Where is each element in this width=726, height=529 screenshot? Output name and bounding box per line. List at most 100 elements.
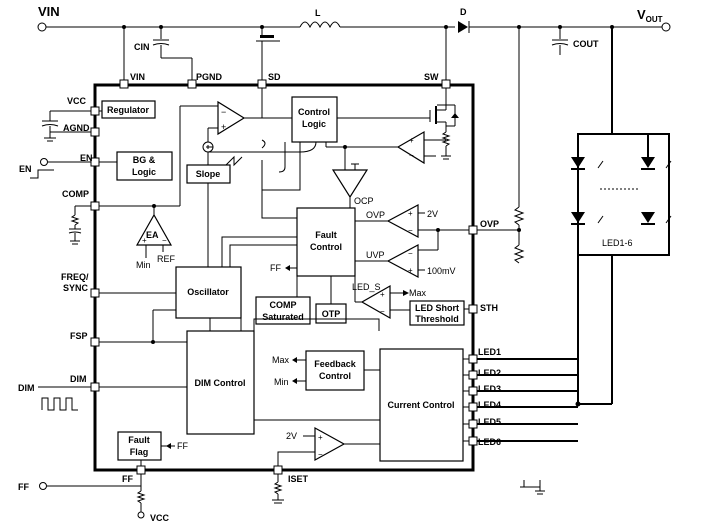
bg-logic-block bbox=[116, 151, 173, 181]
pin-pgnd-label: PGND bbox=[196, 72, 223, 82]
fault-control-block bbox=[296, 207, 356, 277]
pin-sth bbox=[468, 304, 478, 314]
cout-label: COUT bbox=[573, 39, 599, 49]
pin-iset-label: ISET bbox=[288, 474, 309, 484]
pin-led4 bbox=[468, 402, 478, 412]
ovp-resistor-bottom bbox=[513, 244, 525, 264]
uvp-ref-label: 100mV bbox=[427, 266, 456, 276]
ocp-label: OCP bbox=[354, 196, 374, 206]
led-short-label-1: LED Short bbox=[415, 303, 459, 313]
uvp-comp-label: UVP bbox=[366, 250, 385, 260]
pin-led2-label: LED2 bbox=[478, 368, 501, 378]
ovp-comparator bbox=[386, 204, 419, 238]
pin-agnd bbox=[90, 127, 100, 137]
uvp-comparator bbox=[386, 244, 419, 278]
led-short-threshold-block bbox=[409, 300, 465, 326]
control-logic-label-2: Logic bbox=[302, 119, 326, 129]
current-control-block bbox=[379, 348, 464, 462]
pin-dim bbox=[90, 382, 100, 392]
svg-text:+: + bbox=[142, 236, 147, 245]
pin-led1-label: LED1 bbox=[478, 347, 501, 357]
regulator-block bbox=[101, 100, 156, 119]
pin-vcc-label: VCC bbox=[67, 96, 87, 106]
ovp-comp-label: OVP bbox=[366, 210, 385, 220]
ic-outline bbox=[93, 83, 475, 472]
current-control-label: Current Control bbox=[388, 400, 455, 410]
pin-en-label: EN bbox=[80, 153, 93, 163]
pin-ff bbox=[136, 465, 146, 475]
pin-dim-label: DIM bbox=[70, 374, 87, 384]
error-amplifier bbox=[135, 213, 173, 246]
svg-text:−: − bbox=[408, 226, 413, 235]
pin-sth-label: STH bbox=[480, 303, 498, 313]
dim-control-label: DIM Control bbox=[195, 378, 246, 388]
svg-text:+: + bbox=[221, 122, 226, 132]
en-step-waveform bbox=[30, 169, 54, 179]
ocp-comparator bbox=[331, 169, 369, 199]
pin-sw bbox=[441, 79, 451, 89]
control-logic-label-1: Control bbox=[298, 107, 330, 117]
ff-in-label: FF bbox=[177, 441, 188, 451]
vout-label: VOUT bbox=[637, 7, 663, 24]
led-short-comparator bbox=[360, 284, 391, 320]
fault-flag-label-1: Fault bbox=[128, 435, 150, 445]
svg-text:−: − bbox=[221, 107, 226, 117]
svg-text:−: − bbox=[408, 249, 413, 258]
cin-label: CIN bbox=[134, 42, 150, 52]
feedback-control-block bbox=[305, 350, 365, 391]
fault-control-label-2: Control bbox=[310, 242, 342, 252]
ea-label: EA bbox=[146, 230, 159, 240]
ff-out-label: FF bbox=[270, 263, 281, 273]
ea-ref-label: REF bbox=[157, 254, 176, 264]
pin-ff-label: FF bbox=[122, 474, 133, 484]
dim-control-block bbox=[186, 330, 255, 435]
vout-terminal bbox=[661, 22, 671, 32]
iset-ref-label: 2V bbox=[286, 431, 297, 441]
fault-flag-label-2: Flag bbox=[130, 447, 149, 457]
pin-freq-label-1: FREQ/ bbox=[61, 272, 89, 282]
vcc-bottom-label: VCC bbox=[150, 513, 170, 523]
dim-label: DIM bbox=[18, 383, 35, 393]
ff-label: FF bbox=[18, 482, 29, 492]
pin-pgnd bbox=[187, 79, 197, 89]
vin-label: VIN bbox=[38, 4, 60, 19]
slope-label: Slope bbox=[196, 169, 221, 179]
pin-ovp-label: OVP bbox=[480, 219, 499, 229]
pwm-comparator bbox=[217, 100, 246, 136]
pin-led5 bbox=[468, 419, 478, 429]
power-path bbox=[37, 21, 671, 264]
pin-led6 bbox=[468, 436, 478, 446]
pin-sd bbox=[257, 79, 267, 89]
svg-text:+: + bbox=[380, 290, 385, 299]
pin-led2 bbox=[468, 370, 478, 380]
svg-text:+: + bbox=[408, 266, 413, 275]
fault-flag-block bbox=[117, 431, 162, 461]
svg-text:−: − bbox=[409, 151, 414, 160]
comp-sat-label-2: Saturated bbox=[262, 312, 304, 322]
iset-amplifier bbox=[314, 426, 346, 462]
pin-iset bbox=[273, 465, 283, 475]
ovp-ref-label: 2V bbox=[427, 209, 438, 219]
pin-led3 bbox=[468, 386, 478, 396]
led-s-label: LED_S bbox=[352, 282, 381, 292]
oscillator-label: Oscillator bbox=[187, 287, 229, 297]
diode-symbol bbox=[458, 21, 468, 33]
pin-comp-label: COMP bbox=[62, 189, 89, 199]
pin-freq-label-2: SYNC bbox=[63, 283, 89, 293]
bg-logic-label-2: Logic bbox=[132, 167, 156, 177]
led-bus bbox=[477, 255, 613, 442]
svg-text:+: + bbox=[318, 433, 323, 442]
svg-text:−: − bbox=[318, 450, 323, 459]
pin-led5-label: LED5 bbox=[478, 417, 501, 427]
control-logic-block bbox=[291, 96, 338, 143]
oscillator-block bbox=[175, 266, 242, 319]
led-short-label-2: Threshold bbox=[415, 314, 459, 324]
svg-text:+: + bbox=[408, 209, 413, 218]
pin-vin-label: VIN bbox=[130, 72, 145, 82]
led-s-max-label: Max bbox=[409, 288, 427, 298]
feedback-label-1: Feedback bbox=[314, 359, 357, 369]
pin-fsp-label: FSP bbox=[70, 331, 88, 341]
bottom-externals bbox=[39, 474, 545, 519]
pin-vcc bbox=[90, 106, 100, 116]
